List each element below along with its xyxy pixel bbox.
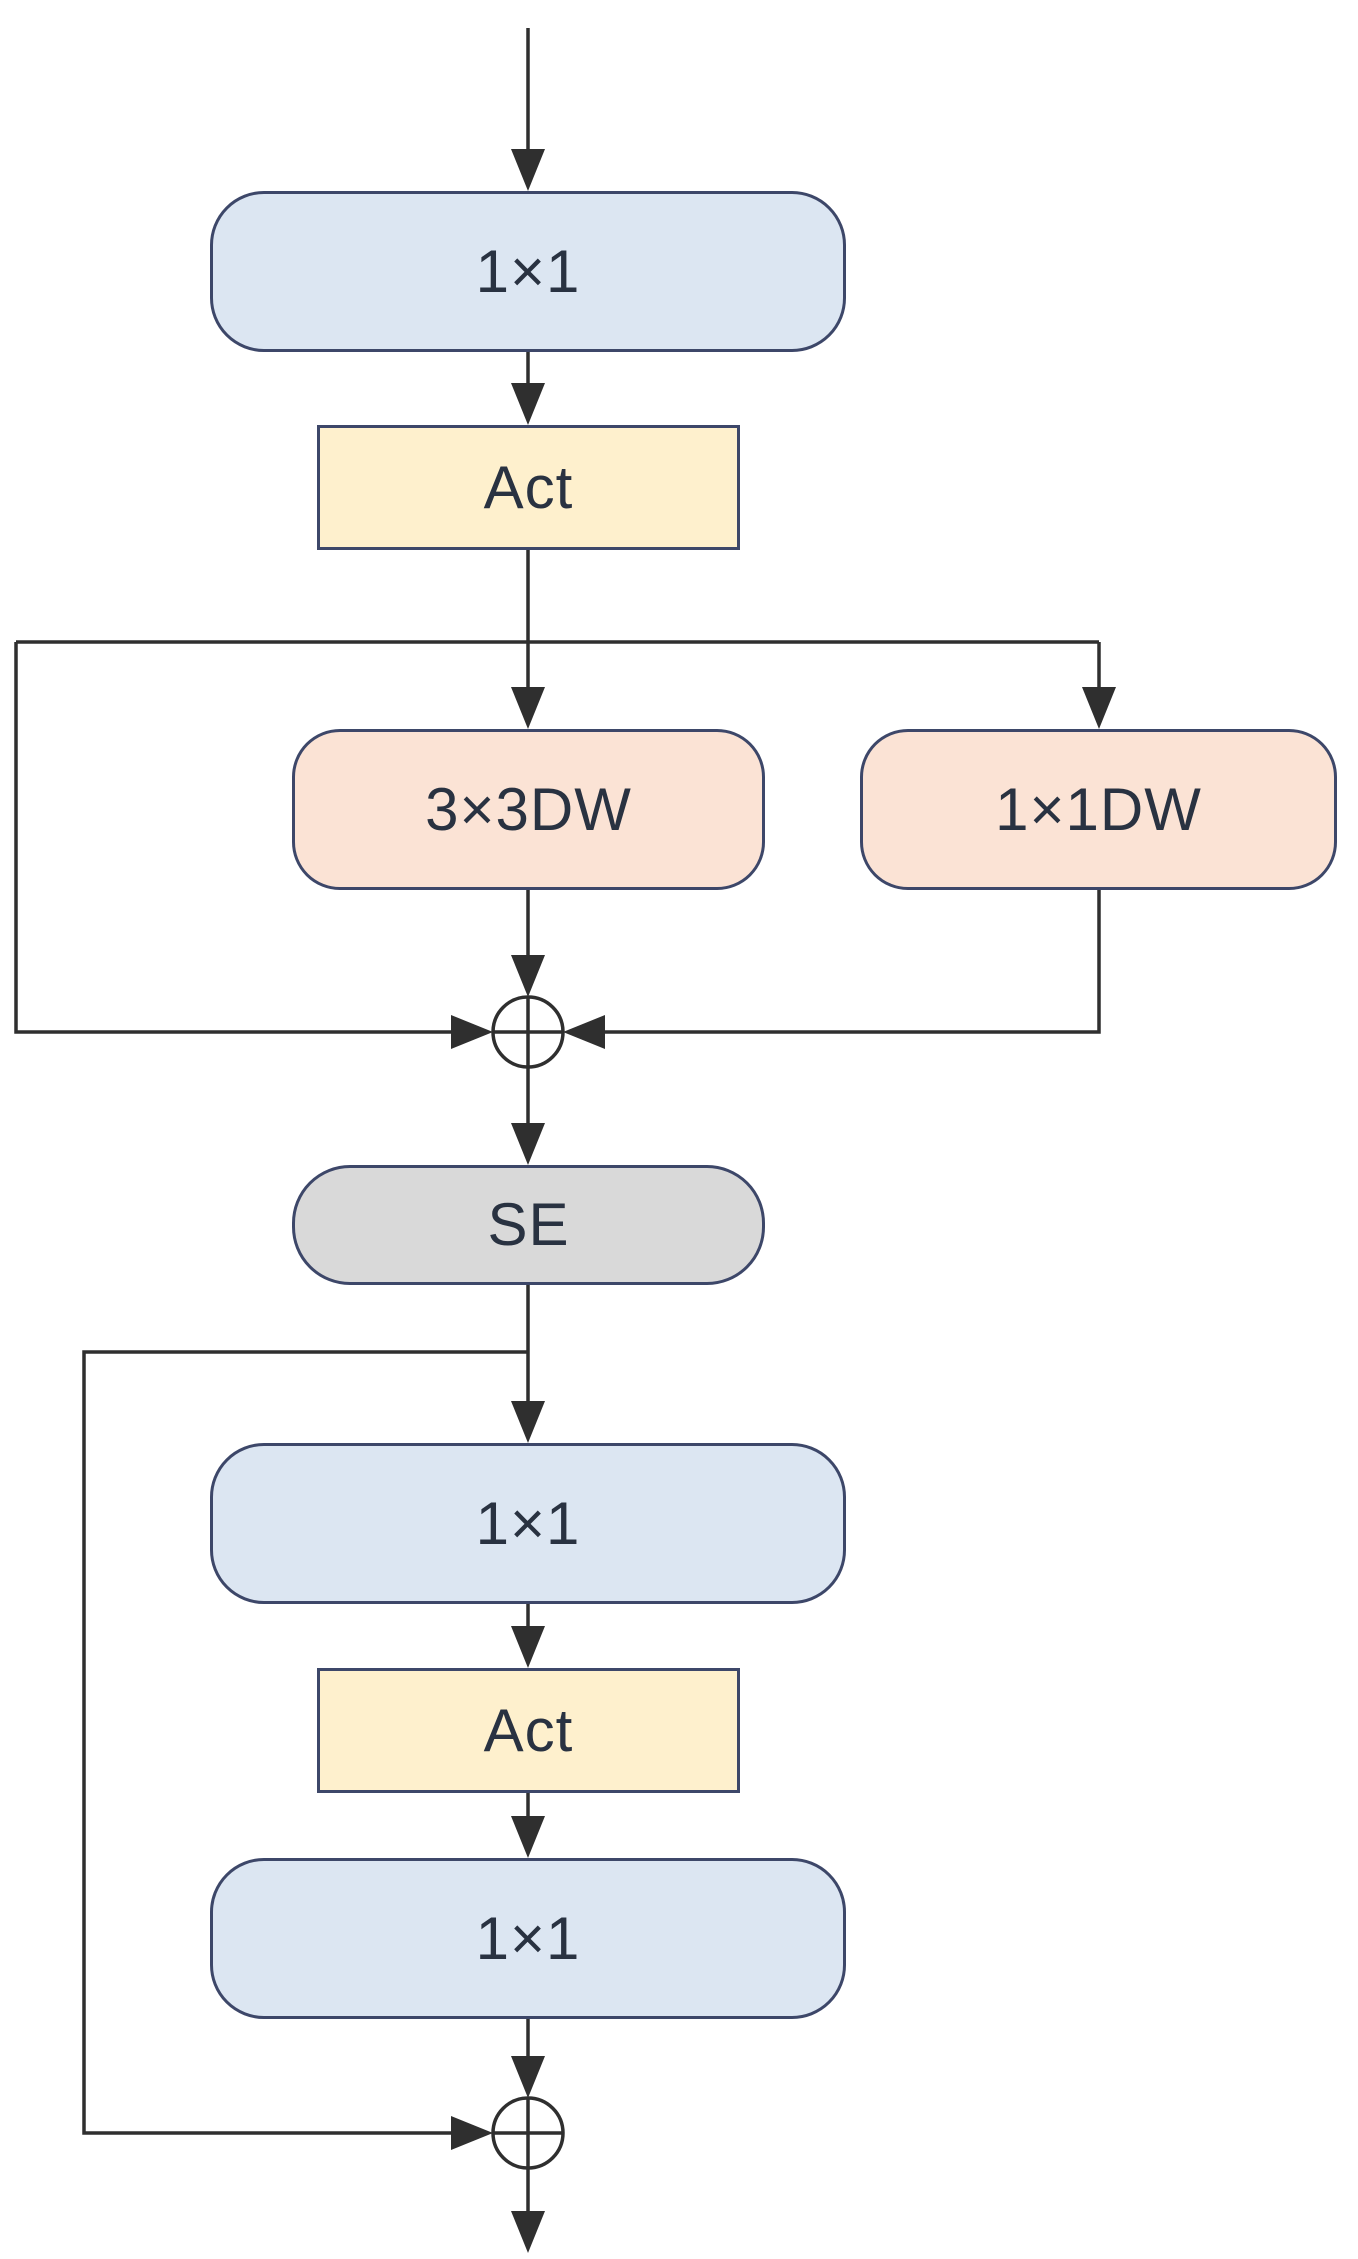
- edge-dw1x1-to-add1: [605, 890, 1101, 1034]
- edge-skip2-to-add2: [82, 1350, 528, 2135]
- node-conv-mid-label: 1×1: [475, 1489, 581, 1557]
- node-conv-bottom-label: 1×1: [475, 1904, 581, 1972]
- arrowheads: [451, 149, 1116, 2253]
- node-dw3x3: 3×3DW: [292, 729, 765, 890]
- node-act-top: Act: [317, 425, 740, 550]
- node-act-bottom-label: Act: [483, 1696, 574, 1764]
- node-conv-bottom: 1×1: [210, 1858, 846, 2019]
- add1-plus-icon: [493, 997, 563, 1067]
- node-dw1x1-label: 1×1DW: [995, 775, 1202, 843]
- arrowhead-into-add2: [511, 2056, 545, 2098]
- arrowhead-dw3x3-into-add1: [511, 955, 545, 997]
- arrowhead-into-dw3x3: [511, 687, 545, 729]
- arrowhead-dw1x1-into-add1: [563, 1015, 605, 1049]
- node-se-label: SE: [487, 1191, 570, 1258]
- node-act-top-label: Act: [483, 453, 574, 521]
- edge-skip-left-to-add1: [14, 642, 451, 1034]
- node-conv-mid: 1×1: [210, 1443, 846, 1604]
- arrowhead-into-conv-bottom: [511, 1816, 545, 1858]
- arrowhead-skip-into-add1: [451, 1015, 493, 1049]
- arrowhead-into-se: [511, 1123, 545, 1165]
- arrowhead-into-conv-top: [511, 149, 545, 191]
- node-se: SE: [292, 1165, 765, 1285]
- node-dw1x1: 1×1DW: [860, 729, 1337, 890]
- arrowhead-into-dw1x1: [1082, 687, 1116, 729]
- arrowhead-into-act-top: [511, 383, 545, 425]
- arrowhead-skip2-into-add2: [451, 2116, 493, 2150]
- node-conv-top-label: 1×1: [475, 237, 581, 305]
- arrowhead-output: [511, 2211, 545, 2253]
- arrowhead-into-act-bottom: [511, 1626, 545, 1668]
- node-act-bottom: Act: [317, 1668, 740, 1793]
- arrowhead-into-conv-mid: [511, 1401, 545, 1443]
- node-dw3x3-label: 3×3DW: [425, 775, 632, 843]
- add2-plus-icon: [493, 2098, 563, 2168]
- node-conv-top: 1×1: [210, 191, 846, 352]
- edge-strokes: [14, 28, 1101, 2211]
